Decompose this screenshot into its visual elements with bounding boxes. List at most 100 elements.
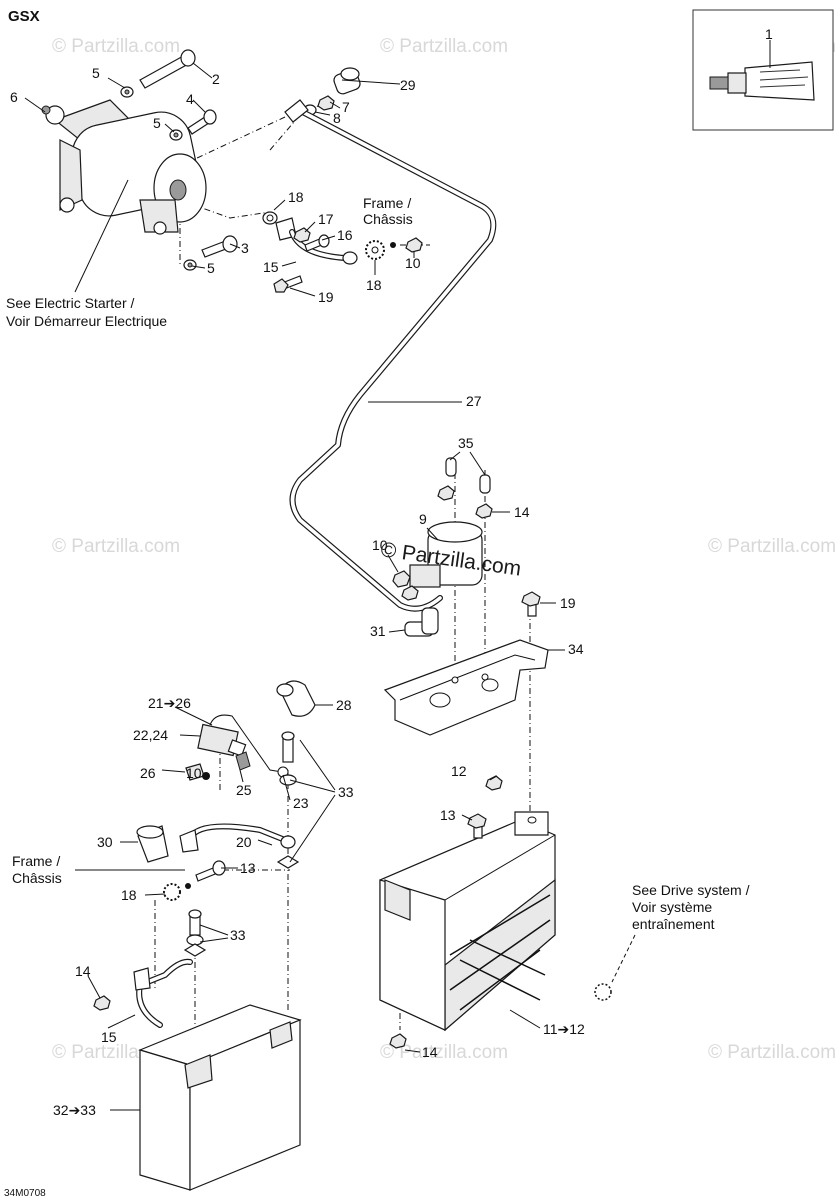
bolt-33a xyxy=(276,731,300,869)
callout-7: 7 xyxy=(342,99,350,115)
callout-31: 31 xyxy=(370,623,386,639)
drive-system-ref xyxy=(594,934,636,1001)
notes: See Electric Starter / Voir Démarreur El… xyxy=(6,195,750,932)
callout-21-26: 21➔26 xyxy=(148,695,191,711)
callout-13a: 13 xyxy=(440,807,456,823)
note-frame-top-line2: Châssis xyxy=(363,211,413,227)
callout-14c: 14 xyxy=(75,963,91,979)
callout-34: 34 xyxy=(568,641,584,657)
washer-5a xyxy=(120,86,134,98)
bolt-3 xyxy=(201,235,238,258)
callout-18a: 18 xyxy=(288,189,304,205)
callout-10a: 10 xyxy=(405,255,421,271)
sealant-tube-icon xyxy=(709,61,815,101)
bolt-13b xyxy=(195,860,226,882)
watermark-1: © Partzilla.com xyxy=(52,36,180,57)
callout-5c: 5 xyxy=(207,260,215,276)
callout-26: 26 xyxy=(140,765,156,781)
frame-point-bottom xyxy=(185,883,191,889)
nut-10a xyxy=(405,237,423,253)
note-electric-starter-line1: See Electric Starter / xyxy=(6,295,134,311)
frame-point-top xyxy=(390,242,396,248)
battery-32 xyxy=(138,1004,302,1191)
star-washer-18b xyxy=(365,240,385,260)
washer-18c xyxy=(163,883,181,901)
nut-14a xyxy=(437,485,455,501)
callout-27: 27 xyxy=(466,393,482,409)
callout-5b: 5 xyxy=(153,115,161,131)
note-frame-bottom-line1: Frame / xyxy=(12,853,60,869)
watermark-5: © Partzilla.com xyxy=(708,536,836,557)
callout-20: 20 xyxy=(236,834,252,850)
callout-35: 35 xyxy=(458,435,474,451)
callout-23: 23 xyxy=(293,795,309,811)
nut-14b xyxy=(475,503,493,519)
callout-10c: 10 xyxy=(186,765,202,781)
callout-2: 2 xyxy=(212,71,220,87)
bolt-19a xyxy=(273,275,303,293)
note-drive-system-line1: See Drive system / xyxy=(632,882,750,898)
note-frame-bottom-line2: Châssis xyxy=(12,870,62,886)
callout-11-12: 11➔12 xyxy=(543,1021,585,1037)
callout-29: 29 xyxy=(400,77,416,93)
watermark-2: © Partzilla.com xyxy=(380,36,508,57)
inset-box: 1 xyxy=(692,9,834,131)
washer-18a xyxy=(262,211,278,225)
callout-33a: 33 xyxy=(338,784,354,800)
washer-5c xyxy=(183,259,197,271)
nut-7 xyxy=(317,95,335,111)
leader-lines xyxy=(24,62,565,1111)
bolt-4 xyxy=(187,109,217,135)
bolt-2 xyxy=(139,49,196,89)
watermark-8: © Partzilla.com xyxy=(708,1042,836,1063)
starter-motor xyxy=(41,99,207,235)
bolt-33b xyxy=(183,909,207,957)
callout-4: 4 xyxy=(186,91,194,107)
callout-10b: 10 xyxy=(372,537,388,553)
drawing-code: 34M0708 xyxy=(4,1188,46,1199)
callout-32-33: 32➔33 xyxy=(53,1102,96,1118)
note-electric-starter-line2: Voir Démarreur Electrique xyxy=(6,313,167,329)
callout-3: 3 xyxy=(241,240,249,256)
callout-30: 30 xyxy=(97,834,113,850)
boot-29 xyxy=(333,67,361,95)
callout-5a: 5 xyxy=(92,65,100,81)
boot-30 xyxy=(136,825,169,863)
battery-tray-11 xyxy=(379,811,556,1032)
model-label: GSX xyxy=(8,8,40,25)
callout-14a: 14 xyxy=(514,504,530,520)
callout-19a: 19 xyxy=(318,289,334,305)
note-frame-top-line1: Frame / xyxy=(363,195,411,211)
cable-15b xyxy=(133,958,193,1028)
callout-6: 6 xyxy=(10,89,18,105)
callout-12: 12 xyxy=(451,763,467,779)
callout-22-24: 22,24 xyxy=(133,727,168,743)
bolt-13a xyxy=(467,813,487,839)
callout-17: 17 xyxy=(318,211,334,227)
watermark-7: © Partzilla.com xyxy=(380,1042,508,1063)
callout-25: 25 xyxy=(236,782,252,798)
callout-33b: 33 xyxy=(230,927,246,943)
note-drive-system-line3: entraînement xyxy=(632,916,715,932)
callout-8: 8 xyxy=(333,110,341,126)
washer-5b xyxy=(169,129,183,141)
bolt-16 xyxy=(304,234,330,252)
bracket-34 xyxy=(383,639,549,736)
callout-13b: 13 xyxy=(240,860,256,876)
nut-14d xyxy=(389,1033,407,1049)
callout-15b: 15 xyxy=(101,1029,117,1045)
callout-19b: 19 xyxy=(560,595,576,611)
callout-18b: 18 xyxy=(366,277,382,293)
boot-31 xyxy=(404,607,439,637)
bolt-19b xyxy=(521,591,541,617)
callout-14b: 14 xyxy=(422,1044,438,1060)
callouts: 5 2 6 4 5 29 7 8 18 17 16 3 5 15 19 18 1… xyxy=(10,65,585,1118)
plug-35b xyxy=(479,474,491,494)
cable-20 xyxy=(179,823,296,853)
callout-1: 1 xyxy=(765,26,773,42)
callout-28: 28 xyxy=(336,697,352,713)
note-drive-system-line2: Voir système xyxy=(632,899,712,915)
solenoid-9 xyxy=(392,521,483,601)
cap-28 xyxy=(276,680,316,717)
callout-9: 9 xyxy=(419,511,427,527)
